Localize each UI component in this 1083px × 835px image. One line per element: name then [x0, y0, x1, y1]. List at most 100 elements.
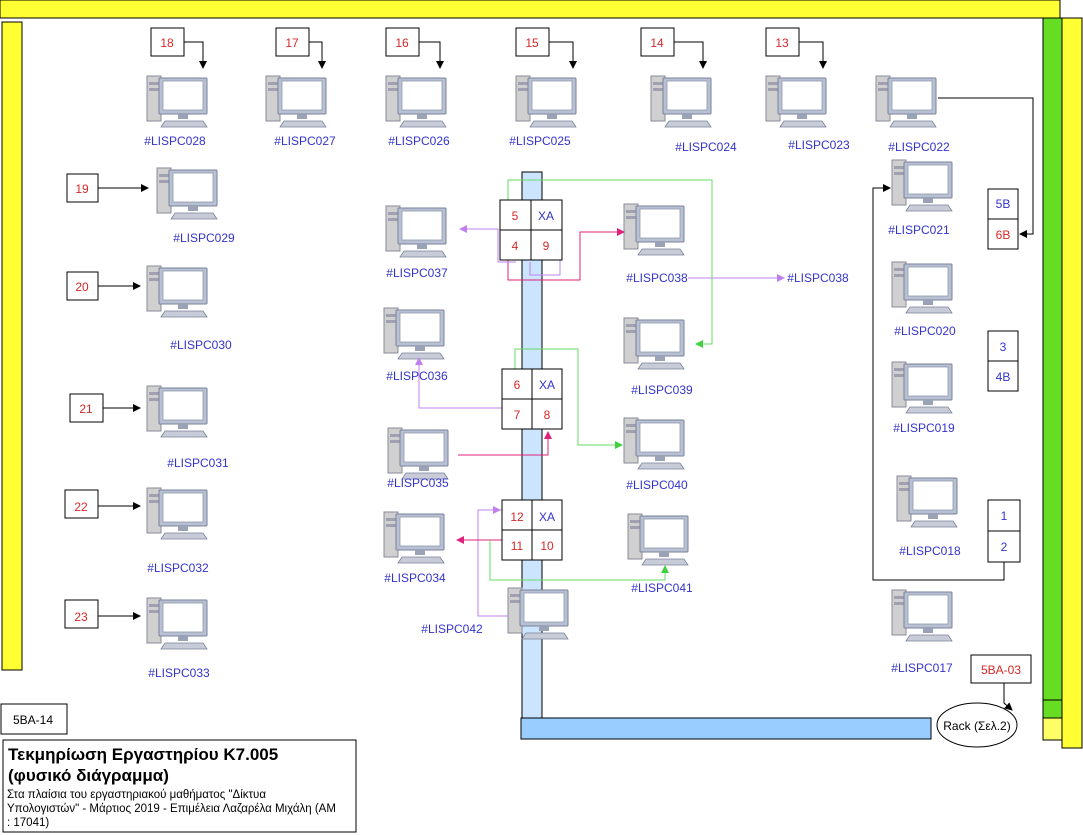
left-wall	[1, 21, 23, 671]
computer-icon	[875, 75, 937, 128]
socket-port: 9	[543, 239, 550, 253]
computer-icon	[387, 427, 449, 480]
pc-label: #LISPC040	[626, 478, 688, 492]
pc-label: #LISPC041	[631, 581, 693, 595]
pc-label: #LISPC026	[388, 134, 450, 148]
socket-port: XA	[539, 378, 555, 392]
cables-box-1	[459, 179, 713, 348]
computer-icon	[623, 317, 685, 370]
pc-label: #LISPC023	[788, 138, 850, 152]
pc-label: #LISPC025	[509, 134, 571, 148]
pc-label: #LISPC036	[386, 369, 448, 383]
computer-icon	[515, 75, 577, 128]
socket-box-2: 6 XA 7 8	[501, 368, 563, 430]
computer-icon	[650, 75, 712, 128]
socket-port: 7	[514, 408, 521, 422]
wall-port: 1	[1001, 509, 1008, 523]
pc-label: #LISPC020	[894, 324, 956, 338]
number-box	[640, 27, 675, 57]
right-wall	[1061, 17, 1083, 749]
pc-label: #LISPC038	[626, 271, 688, 285]
wall-port: 3	[1000, 340, 1007, 354]
number-label: 18	[160, 36, 174, 50]
horizontal-cable-tray	[520, 717, 932, 740]
socket-port: 11	[511, 539, 524, 553]
yellow-duct-end	[1042, 717, 1063, 741]
green-cable-duct	[1042, 17, 1063, 701]
pc-label: #LISPC022	[888, 140, 950, 154]
computer-icon	[891, 159, 953, 212]
number-box	[64, 599, 99, 629]
number-label: 22	[74, 500, 88, 514]
title-block-frame	[2, 739, 357, 833]
left-column: 19 #LISPC029 20 #LISPC030 21 #LISPC031 2…	[64, 167, 235, 680]
rack	[936, 702, 1018, 748]
number-label: 14	[650, 36, 664, 50]
green-duct-end	[1042, 699, 1063, 719]
socket-port: 10	[540, 539, 554, 553]
tag-5ba03-label: 5BA-03	[981, 663, 1021, 677]
computer-icon	[146, 75, 208, 128]
subtitle-line-3: : 17041)	[7, 817, 49, 829]
middle-left-pcs: #LISPC037 #LISPC036 #LISPC035 #LISPC034 …	[383, 205, 569, 640]
socket-port: 4	[512, 239, 519, 253]
socket-box-3: 12 XA 11 10	[501, 499, 563, 561]
middle-right-pcs: #LISPC038 #LISPC038 #LISPC039 #LISPC040 …	[623, 203, 849, 595]
pc-label: #LISPC028	[144, 134, 206, 148]
number-box	[64, 489, 99, 519]
computer-icon	[146, 265, 208, 318]
wall-port: 4B	[996, 370, 1011, 384]
pc-label: #LISPC031	[167, 456, 229, 470]
title-line-2: (φυσικό διάγραμμα)	[8, 766, 169, 785]
computer-icon	[623, 203, 685, 256]
right-column-pcs: #LISPC021 #LISPC020 #LISPC019 #LISPC018 …	[888, 159, 961, 675]
subtitle-line-1: Στα πλαίσια του εργαστηριακού μαθήματος …	[7, 789, 266, 801]
number-label: 21	[79, 402, 93, 416]
pc-label: #LISPC039	[631, 383, 693, 397]
computer-icon	[146, 385, 208, 438]
computer-icon	[891, 261, 953, 314]
number-label: 19	[75, 182, 89, 196]
wall-port: 2	[1001, 540, 1008, 554]
tag-5ba03-box	[970, 654, 1032, 684]
number-box	[385, 27, 420, 57]
right-cables	[872, 97, 1034, 581]
number-label: 20	[75, 280, 89, 294]
title-block: Τεκμηρίωση Εργαστηρίου Κ7.005 (φυσικό δι…	[2, 739, 357, 833]
wall-port: 5B	[996, 197, 1011, 211]
number-box	[275, 27, 310, 57]
wall-port-boxes: 5B 6B 3 4B 1 2	[987, 188, 1021, 563]
pc-label: #LISPC035	[387, 476, 449, 490]
computer-icon	[383, 307, 445, 360]
number-label: 17	[285, 36, 299, 50]
wall-port: 6B	[996, 228, 1011, 242]
number-box	[765, 27, 800, 57]
number-box	[69, 393, 104, 423]
computer-icon	[623, 417, 685, 470]
computer-icon	[765, 75, 827, 128]
computer-icon	[383, 511, 445, 564]
socket-port: 12	[510, 510, 524, 524]
pc-label: #LISPC030	[170, 338, 232, 352]
socket-box-1: 5 XA 4 9	[499, 199, 563, 261]
computer-icon	[896, 475, 958, 528]
number-box	[515, 27, 550, 57]
socket-port: 5	[512, 209, 519, 223]
number-label: 23	[74, 610, 88, 624]
pc-label: #LISPC024	[675, 140, 737, 154]
pc-label: #LISPC033	[148, 666, 210, 680]
number-box	[150, 27, 185, 57]
socket-port: 6	[514, 378, 521, 392]
pc-label: #LISPC032	[147, 561, 209, 575]
subtitle-line-2: Υπολογιστών" - Μάρτιος 2019 - Επιμέλεια …	[7, 803, 336, 815]
pc-label: #LISPC019	[893, 421, 955, 435]
computer-icon	[156, 167, 218, 220]
pc-label: #LISPC042	[421, 622, 483, 636]
title-line-1: Τεκμηρίωση Εργαστηρίου Κ7.005	[8, 745, 278, 764]
computer-icon	[891, 361, 953, 414]
number-label: 16	[395, 36, 409, 50]
socket-port: XA	[538, 209, 554, 223]
computer-icon	[627, 513, 689, 566]
top-number-boxes: 18 17 16 15 14 13	[150, 27, 827, 69]
